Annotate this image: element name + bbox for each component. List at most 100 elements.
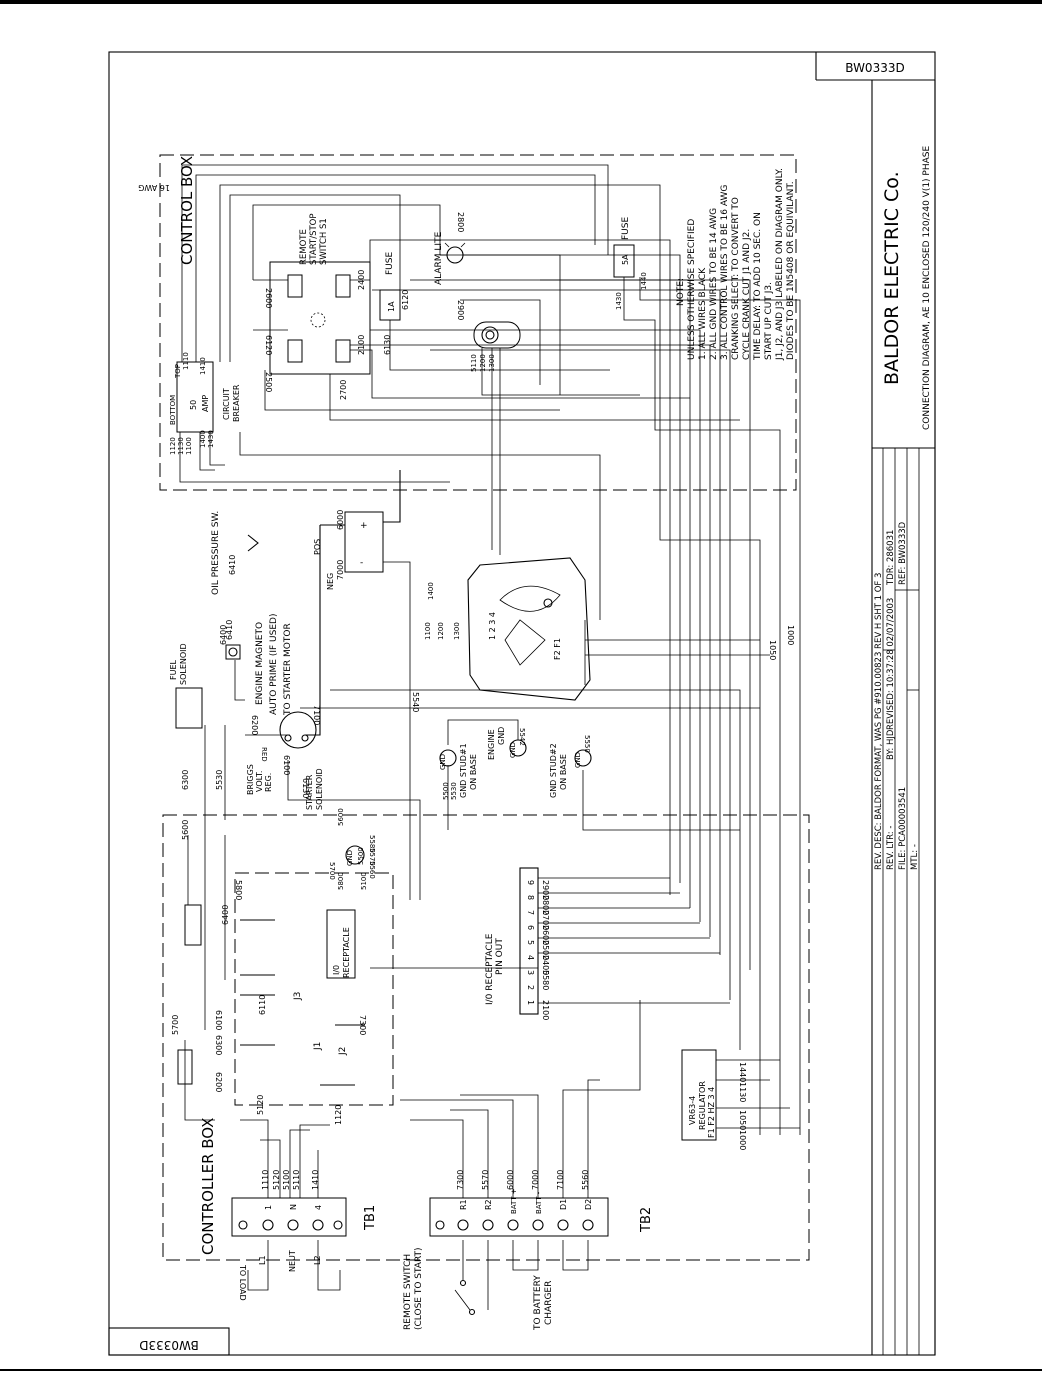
svg-text:6: 6	[526, 925, 535, 930]
svg-text:2400: 2400	[541, 955, 550, 975]
drawing-frame	[108, 51, 936, 1356]
company-name: BALDOR ELECTRIC Co.	[881, 171, 903, 385]
svg-text:AMP: AMP	[201, 395, 210, 412]
svg-text:1100: 1100	[424, 622, 432, 640]
svg-text:ALARM LITE: ALARM LITE	[434, 231, 444, 285]
awg-16-label: 16 AWG	[138, 183, 170, 192]
svg-text:2800: 2800	[541, 895, 550, 915]
controller-box-label: CONTROLLER BOX	[199, 1118, 217, 1255]
svg-text:5100: 5100	[360, 872, 368, 890]
svg-text:6100: 6100	[214, 1010, 223, 1030]
svg-text:BOTTOM: BOTTOM	[169, 395, 177, 425]
svg-text:6200: 6200	[214, 1072, 223, 1092]
svg-text:1430: 1430	[615, 292, 623, 310]
svg-text:BATT +: BATT +	[510, 1188, 518, 1214]
svg-text:1120: 1120	[334, 1105, 343, 1125]
svg-text:2600: 2600	[264, 288, 273, 308]
svg-text:1110: 1110	[182, 352, 190, 370]
svg-text:6200: 6200	[250, 715, 259, 735]
svg-text:5560: 5560	[368, 861, 376, 879]
svg-text:SOLENOID: SOLENOID	[179, 643, 188, 685]
svg-text:1000: 1000	[786, 625, 795, 645]
svg-text:7: 7	[526, 910, 535, 915]
starter-solenoid: STARTER SOLENOID 6200 6100 7100 6130	[250, 705, 324, 810]
oil-pressure-switch: OIL PRESSURE SW. 6410	[211, 511, 259, 595]
svg-text:6400: 6400	[221, 905, 230, 925]
io-wiring	[350, 239, 751, 1000]
svg-text:6400: 6400	[219, 625, 228, 645]
svg-text:GND STUD#1: GND STUD#1	[459, 743, 468, 798]
notes-block: NOTE: UNLESS OTHERWISE SPECIFIED 1. ALL …	[676, 168, 796, 361]
mtl: MTL: -	[910, 844, 920, 870]
note-line: 2. ALL GND WIRES TO BE 14 AWG	[709, 208, 719, 360]
svg-text:5550: 5550	[583, 735, 591, 753]
svg-text:5100: 5100	[282, 1170, 291, 1190]
svg-text:1120: 1120	[169, 437, 177, 455]
svg-text:TB2: TB2	[639, 1207, 654, 1233]
svg-text:7100: 7100	[556, 1170, 565, 1190]
svg-text:D2: D2	[584, 1199, 593, 1210]
svg-text:5580: 5580	[368, 835, 376, 853]
drawing-number-top: BW0333D	[845, 61, 904, 75]
svg-text:START/STOP: START/STOP	[309, 214, 319, 266]
svg-text:BREAKER: BREAKER	[232, 384, 241, 422]
svg-text:5120: 5120	[256, 1095, 265, 1115]
note-line: 1. ALL WIRES BLACK	[698, 267, 708, 360]
tdr-number: TDR: 286031	[886, 530, 896, 586]
svg-text:REMOTE SWITCH: REMOTE SWITCH	[403, 1254, 413, 1330]
remote-switch-s1: REMOTE START/STOP SWITCH S1 2600 6120 25…	[264, 214, 371, 400]
svg-text:5600: 5600	[337, 808, 345, 826]
svg-text:GND: GND	[509, 742, 517, 758]
svg-text:1100: 1100	[185, 437, 193, 455]
svg-text:NEUT: NEUT	[288, 1250, 297, 1272]
svg-text:FUEL: FUEL	[169, 659, 178, 680]
svg-text:5530: 5530	[215, 770, 224, 790]
regulator-vr63-4: VR63-4 REGULATOR F1 F2 HZ 3 4 1440 1130 …	[681, 1049, 800, 1150]
drawing-number-bottom: BW0333D	[139, 1338, 198, 1352]
battery: + - 6000 7000 POS NEG	[313, 510, 384, 590]
svg-text:2600: 2600	[541, 925, 550, 945]
svg-text:1: 1	[526, 1000, 535, 1005]
svg-text:GND STUD#2: GND STUD#2	[549, 743, 558, 798]
svg-text:GND: GND	[346, 850, 354, 866]
svg-text:7000: 7000	[531, 1170, 540, 1190]
svg-text:F1 F2 HZ 3 4: F1 F2 HZ 3 4	[707, 1087, 716, 1138]
svg-text:ENGINE: ENGINE	[487, 729, 496, 760]
revised-date: REVISED: 10:37:28 02/07/2003	[886, 598, 896, 730]
svg-text:J3: J3	[293, 992, 303, 1001]
svg-text:L2: L2	[313, 1255, 322, 1265]
svg-text:50: 50	[189, 400, 198, 410]
svg-text:2500: 2500	[264, 372, 273, 392]
svg-text:5A: 5A	[621, 254, 630, 265]
svg-text:GND: GND	[497, 727, 506, 745]
svg-text:AUTO PRIME (IF USED): AUTO PRIME (IF USED)	[269, 614, 279, 715]
svg-text:GND: GND	[574, 752, 582, 768]
svg-text:7100: 7100	[312, 705, 321, 725]
svg-text:1200: 1200	[479, 354, 487, 372]
io-pinout: I/0 RECEPTACLE PIN OUT 9 2900 8 2800 7 2…	[370, 867, 730, 1020]
svg-text:5580: 5580	[541, 970, 550, 990]
svg-text:ON BASE: ON BASE	[559, 754, 568, 790]
control-box-label: CONTROL BOX	[178, 156, 196, 265]
svg-text:1440: 1440	[738, 1062, 747, 1082]
svg-text:1410: 1410	[199, 357, 207, 375]
alternator: 1 2 3 4 F2 F1 1400 1200 1300 1100	[424, 557, 591, 701]
rev-ltr: REV. LTR: -	[886, 826, 896, 870]
svg-text:TO BATTERY: TO BATTERY	[533, 1275, 543, 1331]
svg-text:1050: 1050	[768, 640, 777, 660]
svg-text:1440: 1440	[640, 272, 648, 290]
svg-text:2500: 2500	[541, 940, 550, 960]
svg-text:I/0 RECEPTACLE: I/0 RECEPTACLE	[485, 933, 495, 1005]
svg-text:1000: 1000	[738, 1130, 747, 1150]
note-line: TIME DELAY: TO ADD 10 SEC. ON	[753, 212, 763, 361]
battery-charger: TO BATTERY CHARGER	[512, 1240, 589, 1331]
svg-text:4: 4	[314, 1205, 323, 1210]
svg-text:2: 2	[526, 985, 535, 990]
svg-text:2700: 2700	[541, 910, 550, 930]
svg-text:5: 5	[526, 940, 535, 945]
svg-text:6130: 6130	[301, 778, 310, 798]
svg-text:6120: 6120	[401, 290, 410, 310]
svg-text:5700: 5700	[328, 862, 336, 880]
svg-text:2800: 2800	[456, 212, 465, 232]
